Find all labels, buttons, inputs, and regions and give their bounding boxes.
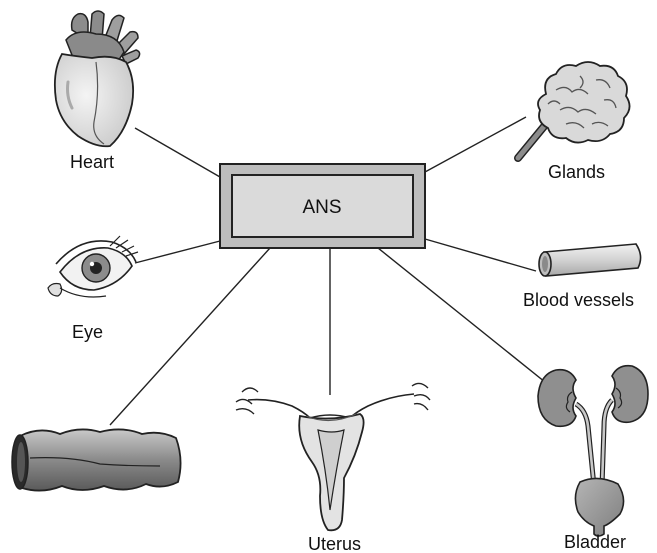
ans-label: ANS [302, 197, 341, 218]
intestine-icon [12, 429, 181, 490]
heart-label: Heart [70, 152, 114, 172]
line-blood-vessels [425, 239, 536, 271]
uterus-icon [236, 383, 430, 530]
glands-icon [518, 62, 630, 158]
line-heart [135, 128, 220, 177]
blood-vessel-icon [539, 244, 641, 276]
heart-icon [55, 11, 140, 146]
line-bladder [378, 248, 545, 382]
eye-label: Eye [72, 322, 103, 342]
bladder-label: Bladder [564, 532, 626, 552]
ans-box: ANS [220, 164, 425, 248]
glands-label: Glands [548, 162, 605, 182]
blood-vessels-label: Blood vessels [523, 290, 634, 310]
line-glands [425, 117, 526, 172]
kidney-bladder-icon [538, 366, 648, 536]
line-intestine [110, 248, 270, 425]
eye-icon [48, 236, 138, 297]
uterus-label: Uterus [308, 534, 361, 553]
line-eye [135, 241, 220, 263]
